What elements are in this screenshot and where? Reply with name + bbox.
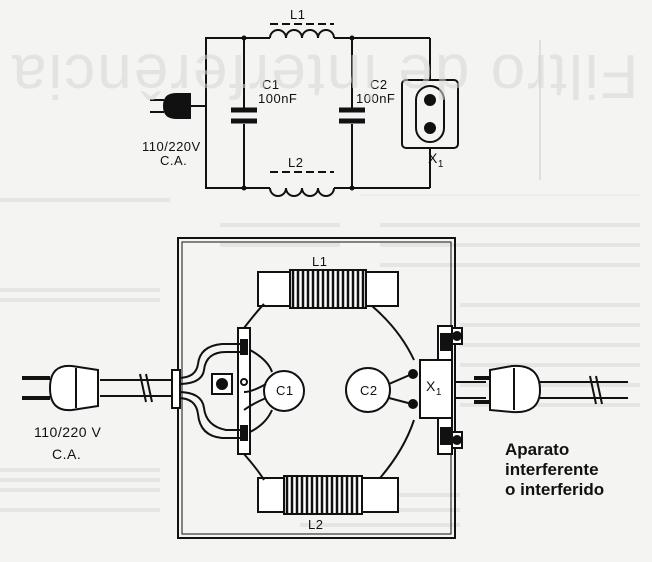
schematic-c2-label: C2 xyxy=(370,77,388,92)
assembly-c1-label: C1 xyxy=(276,383,294,398)
l1-coil xyxy=(257,269,399,309)
left-cable xyxy=(100,369,181,409)
x1-outlet xyxy=(419,359,453,419)
device-caption-line-2: interferente xyxy=(505,460,599,479)
c2-capacitor xyxy=(339,38,365,188)
l1-inductor xyxy=(262,23,340,39)
device-caption: Aparato interferente o interferido xyxy=(505,440,604,500)
assembly-supply-type: C.A. xyxy=(52,446,82,462)
schematic-l2-label: L2 xyxy=(288,155,304,170)
schematic-l1-label: L1 xyxy=(290,7,306,22)
x1-load xyxy=(401,38,459,188)
right-plug xyxy=(474,364,542,414)
x1-letter: X xyxy=(428,150,438,166)
schematic-plug xyxy=(150,93,207,119)
l2-coil xyxy=(257,475,399,515)
l2-inductor xyxy=(262,171,340,197)
assembly-x1-letter: X xyxy=(426,378,436,394)
schematic-supply-voltage: 110/220V xyxy=(142,139,201,154)
c1-capacitor xyxy=(231,38,257,188)
left-plug xyxy=(22,364,99,412)
schematic-c2-value: 100nF xyxy=(356,91,396,106)
schematic-c1-value: 100nF xyxy=(258,91,298,106)
x1-subscript: 1 xyxy=(437,158,444,170)
assembly-x1-subscript: 1 xyxy=(435,386,442,398)
cable-clamp xyxy=(211,373,233,395)
assembly-c2-label: C2 xyxy=(360,383,378,398)
assembly-l2-label: L2 xyxy=(308,517,324,532)
assembly-x1-label: X1 xyxy=(426,378,442,399)
schematic-x1-label: X1 xyxy=(428,150,444,171)
right-cable xyxy=(456,375,628,405)
schematic-supply-type: C.A. xyxy=(160,153,188,168)
device-caption-line-1: Aparato xyxy=(505,440,570,459)
c1-disc xyxy=(243,370,305,412)
schematic-c1-label: C1 xyxy=(262,77,280,92)
assembly xyxy=(22,237,628,539)
assembly-l1-label: L1 xyxy=(312,254,328,269)
device-caption-line-3: o interferido xyxy=(505,480,605,499)
c2-disc xyxy=(345,367,418,413)
schematic xyxy=(150,23,459,197)
internal-wires xyxy=(177,303,415,481)
assembly-supply-voltage: 110/220 V xyxy=(34,424,102,440)
background-title: Filtro de interferência xyxy=(10,41,639,110)
